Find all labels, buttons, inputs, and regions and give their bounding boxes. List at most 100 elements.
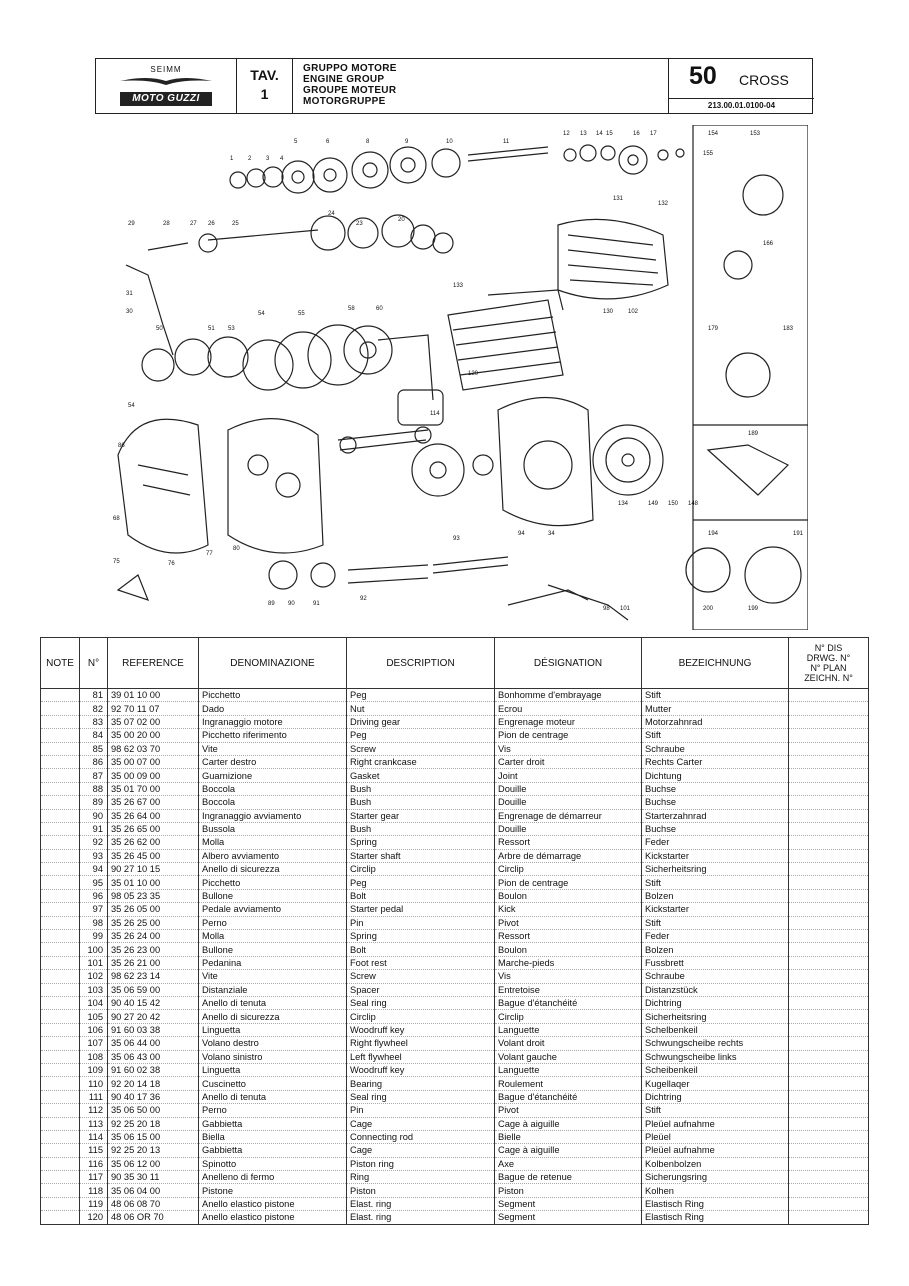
svg-text:12: 12 <box>563 131 570 137</box>
cell-bezeichnung: Starterzahnrad <box>641 809 789 823</box>
cell-description: Pin <box>346 1103 495 1118</box>
cell-denominazione: Picchetto <box>198 875 347 890</box>
cell-drawing-number <box>788 849 869 864</box>
cell-number: 95 <box>79 875 108 890</box>
cell-bezeichnung: Buchse <box>641 795 789 810</box>
cell-description: Foot rest <box>346 956 495 971</box>
cell-description: Piston ring <box>346 1157 495 1172</box>
cell-number: 102 <box>79 969 108 984</box>
svg-text:11: 11 <box>503 139 510 145</box>
cell-reference: 35 26 65 00 <box>107 822 199 837</box>
svg-text:80: 80 <box>233 546 240 552</box>
cell-reference: 35 26 45 00 <box>107 849 199 864</box>
cell-denominazione: Anelleno di fermo <box>198 1170 347 1185</box>
cell-designation: Douille <box>494 822 642 837</box>
cell-note <box>40 969 80 984</box>
cell-bezeichnung: Stift <box>641 1103 789 1118</box>
svg-text:16: 16 <box>633 131 640 137</box>
svg-text:194: 194 <box>708 531 719 537</box>
cell-note <box>40 849 80 864</box>
svg-text:134: 134 <box>618 501 629 507</box>
cell-designation: Bague de retenue <box>494 1170 642 1185</box>
cell-denominazione: Dado <box>198 701 347 716</box>
svg-text:130: 130 <box>603 309 614 315</box>
cell-number: 106 <box>79 1023 108 1038</box>
svg-text:179: 179 <box>708 326 719 332</box>
cell-note <box>40 1050 80 1064</box>
cell-drawing-number <box>788 1183 869 1198</box>
cell-reference: 90 35 30 11 <box>107 1170 199 1185</box>
cell-description: Ring <box>346 1170 495 1185</box>
svg-text:10: 10 <box>446 139 453 145</box>
cell-reference: 35 06 50 00 <box>107 1103 199 1118</box>
svg-text:24: 24 <box>328 211 335 217</box>
cell-note <box>40 795 80 810</box>
cell-reference: 35 06 44 00 <box>107 1036 199 1051</box>
svg-text:149: 149 <box>648 501 659 507</box>
svg-text:14: 14 <box>596 131 603 137</box>
cell-note <box>40 916 80 931</box>
cell-drawing-number <box>788 969 869 984</box>
cell-number: 120 <box>79 1210 108 1225</box>
cell-drawing-number <box>788 1157 869 1172</box>
svg-text:98: 98 <box>603 606 610 612</box>
cell-denominazione: Ingranaggio motore <box>198 715 347 730</box>
cell-note <box>40 1076 80 1091</box>
cell-description: Screw <box>346 969 495 984</box>
cell-designation: Languette <box>494 1023 642 1038</box>
cell-number: 83 <box>79 715 108 730</box>
cell-number: 100 <box>79 942 108 957</box>
cell-reference: 35 00 20 00 <box>107 728 199 743</box>
cell-reference: 90 40 15 42 <box>107 996 199 1011</box>
cell-drawing-number <box>788 688 869 703</box>
cell-denominazione: Gabbietta <box>198 1143 347 1158</box>
cell-bezeichnung: Pleüel <box>641 1130 789 1145</box>
cell-number: 99 <box>79 929 108 944</box>
cell-designation: Pion de centrage <box>494 728 642 743</box>
cell-bezeichnung: Stift <box>641 916 789 931</box>
svg-text:101: 101 <box>620 606 631 612</box>
logo-brand-text: MOTO GUZZI <box>120 92 212 106</box>
cell-description: Spacer <box>346 983 495 997</box>
cell-bezeichnung: Stift <box>641 728 789 743</box>
svg-text:166: 166 <box>763 241 774 247</box>
cell-denominazione: Volano sinistro <box>198 1050 347 1064</box>
svg-text:90: 90 <box>288 601 295 607</box>
cell-reference: 91 60 03 38 <box>107 1023 199 1038</box>
cell-designation: Roulement <box>494 1076 642 1091</box>
cell-reference: 90 27 10 15 <box>107 862 199 877</box>
svg-text:132: 132 <box>658 201 669 207</box>
cell-bezeichnung: Sicherungsring <box>641 1170 789 1185</box>
cell-reference: 39 01 10 00 <box>107 688 199 703</box>
cell-reference: 98 62 23 14 <box>107 969 199 984</box>
cell-note <box>40 1210 80 1225</box>
cell-number: 86 <box>79 755 108 770</box>
cell-drawing-number <box>788 1103 869 1118</box>
cell-bezeichnung: Dichtung <box>641 768 789 783</box>
cell-description: Cage <box>346 1143 495 1158</box>
cell-drawing-number <box>788 715 869 730</box>
cell-denominazione: Pedale avviamento <box>198 902 347 917</box>
cell-reference: 35 06 15 00 <box>107 1130 199 1145</box>
cell-bezeichnung: Bolzen <box>641 889 789 904</box>
parts-table: NOTE N° REFERENCE DENOMINAZIONE DESCRIPT… <box>40 637 869 1225</box>
col-reference: REFERENCE <box>107 637 199 689</box>
cell-reference: 35 26 23 00 <box>107 942 199 957</box>
cell-description: Bush <box>346 782 495 797</box>
cell-note <box>40 755 80 770</box>
cell-number: 89 <box>79 795 108 810</box>
cell-note <box>40 809 80 823</box>
cell-number: 111 <box>79 1090 108 1105</box>
cell-drawing-number <box>788 929 869 944</box>
svg-text:131: 131 <box>613 196 624 202</box>
cell-bezeichnung: Distanzstück <box>641 983 789 997</box>
cell-bezeichnung: Scheibenkeil <box>641 1063 789 1078</box>
cell-note <box>40 996 80 1011</box>
